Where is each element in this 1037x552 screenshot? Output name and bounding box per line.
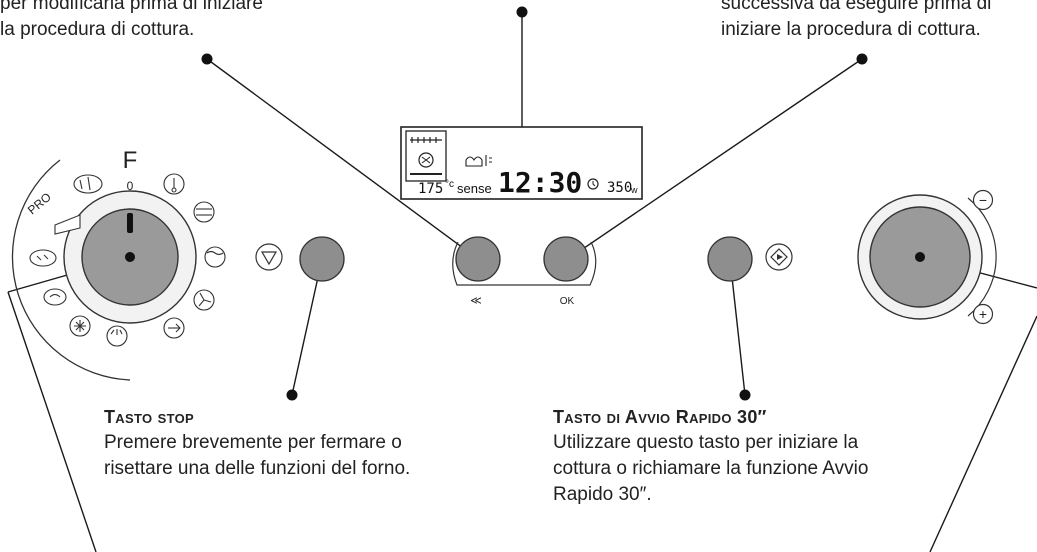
start-button[interactable] — [707, 236, 753, 282]
adjustment-knob-control[interactable]: − + — [857, 189, 997, 325]
stop-key-text-line-1: Premere brevemente per fermare o — [104, 432, 402, 453]
defrost-icon — [69, 315, 91, 337]
display-power: 350 — [607, 180, 632, 196]
display-sense-label: sense — [457, 181, 492, 196]
leader-stop-button — [291, 258, 323, 396]
selector-scale-arc — [11, 159, 131, 381]
knob-center-dot — [915, 252, 925, 262]
top-left-caption-line-2: la procedura di cottura. — [0, 19, 195, 40]
selector-zero-mark: 0 — [127, 179, 134, 193]
plus-circle-icon — [972, 303, 994, 325]
back-button[interactable] — [455, 236, 501, 282]
ok-button[interactable] — [543, 236, 589, 282]
top-left-caption: per modificarla prima di iniziare la pro… — [0, 0, 330, 43]
leader-ok-button — [567, 58, 863, 260]
navigation-buttons: ≪ OK — [452, 236, 597, 307]
leader-dots — [201, 6, 868, 401]
dot-display — [516, 6, 528, 18]
display-temperature-unit: °c — [445, 179, 454, 190]
dot-top-left — [201, 53, 213, 65]
quick-start-key-title: Tasto di Avvio Rapido 30″ — [553, 407, 767, 427]
dot-stop — [286, 389, 298, 401]
top-right-caption-line-2: iniziare la procedura di cottura. — [721, 19, 981, 40]
stop-button[interactable] — [299, 236, 345, 282]
pizza-icon — [43, 288, 67, 306]
arrow-function-icon — [163, 317, 185, 339]
top-heat-icon — [204, 246, 226, 268]
display-power-unit: w — [630, 185, 638, 195]
stop-triangle-icon — [255, 243, 283, 271]
quick-start-key-text-line-3: Rapido 30″. — [553, 484, 652, 505]
top-right-caption-line-1: successiva da eseguire prima di — [721, 0, 992, 14]
svg-text:−: − — [979, 192, 987, 208]
probe-icon — [485, 155, 492, 166]
selector-center-dot — [125, 252, 135, 262]
bread-icon — [29, 249, 57, 267]
leader-knob-lower — [929, 315, 1037, 552]
quick-start-key-text-line-1: Utilizzare questo tasto per iniziare la — [553, 432, 859, 453]
svg-text:+: + — [979, 306, 987, 322]
grill-top-icon — [193, 201, 215, 223]
minus-circle-icon — [972, 189, 994, 211]
thermometer-icon — [163, 173, 185, 195]
stop-key-description: Tasto stop Premere brevemente per fermar… — [104, 404, 524, 482]
stop-key-text-line-2: risettare una delle funzioni del forno. — [104, 458, 411, 479]
dot-start — [739, 389, 751, 401]
button-group-bracket — [452, 241, 597, 286]
stop-control[interactable] — [255, 236, 345, 282]
stop-key-title: Tasto stop — [104, 407, 195, 427]
leader-selector-lower — [7, 291, 97, 552]
quick-start-key-text-line-2: cottura o richiamare la funzione Avvio — [553, 458, 869, 479]
leader-back-button — [206, 58, 479, 260]
quick-start-key-description: Tasto di Avvio Rapido 30″ Utilizzare que… — [553, 404, 973, 508]
top-left-caption-line-1: per modificarla prima di iniziare — [0, 0, 263, 14]
bottom-heat-icon — [106, 325, 128, 347]
lcd-display: 175 °c sense 12:30 350 w — [400, 126, 643, 200]
start-control[interactable] — [707, 236, 793, 282]
function-selector[interactable]: F 0 PRO — [11, 147, 226, 381]
display-time: 12:30 — [498, 166, 582, 199]
roast-icon — [73, 174, 103, 194]
back-button-label: ≪ — [470, 295, 482, 307]
chef-hat-icon — [465, 156, 483, 167]
top-right-caption: successiva da eseguire prima di iniziare… — [721, 0, 1037, 43]
display-temperature: 175 — [418, 181, 443, 197]
timer-icon — [587, 178, 599, 190]
fan-icon — [193, 289, 215, 311]
cake-slice-icon — [54, 214, 81, 235]
knob-scale-arc — [967, 197, 997, 317]
leader-start-button — [729, 258, 746, 396]
dot-top-right — [856, 53, 868, 65]
selector-pointer — [127, 213, 133, 233]
selector-mode-letter: F — [123, 147, 138, 174]
ok-button-label: OK — [560, 296, 575, 307]
